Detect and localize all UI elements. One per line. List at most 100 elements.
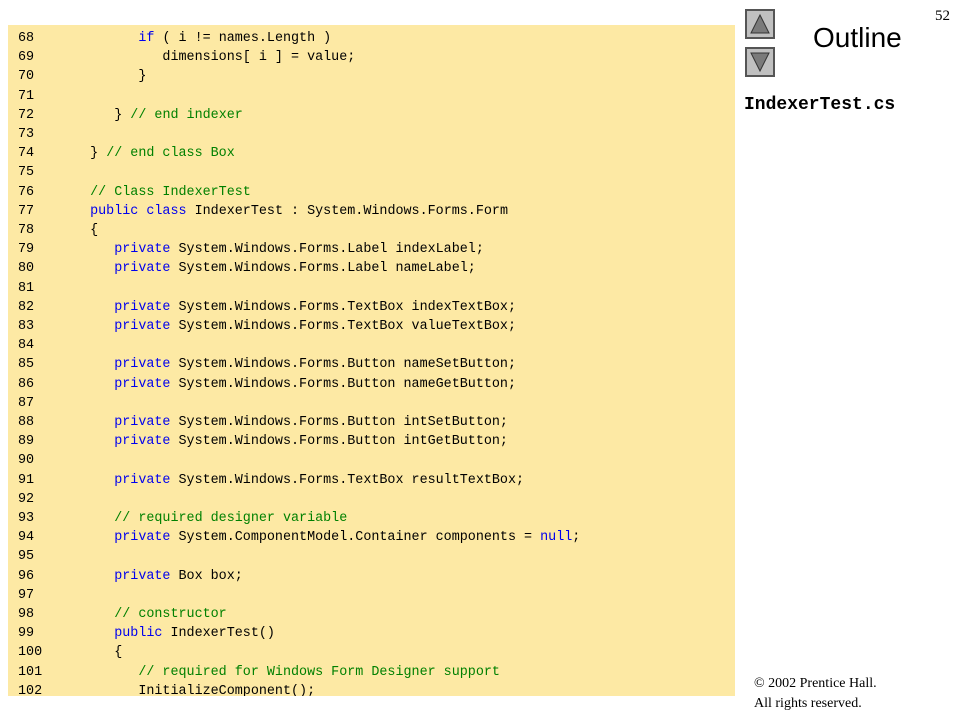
code-token bbox=[66, 204, 90, 219]
code-token bbox=[66, 434, 114, 449]
line-code: public class IndexerTest : System.Window… bbox=[66, 202, 508, 221]
line-number: 87 bbox=[18, 395, 35, 411]
line-number: 97 bbox=[18, 587, 35, 603]
code-token bbox=[66, 530, 114, 545]
line-number: 99 bbox=[18, 626, 35, 642]
line-code: private System.Windows.Forms.Button name… bbox=[66, 375, 516, 394]
line-number: 89 bbox=[18, 434, 35, 450]
line-number: 93 bbox=[18, 511, 35, 526]
code-token: System.Windows.Forms.Label indexLabel; bbox=[170, 242, 484, 258]
line-code: private System.Windows.Forms.Label nameL… bbox=[66, 259, 476, 278]
code-token: System.Windows.Forms.Button nameGetButto… bbox=[170, 376, 517, 392]
line-code: } // end class Box bbox=[66, 144, 235, 163]
line-number: 76 bbox=[18, 184, 35, 200]
comment-token: // end class Box bbox=[106, 146, 235, 162]
line-code: { bbox=[66, 221, 98, 240]
line-number: 68 bbox=[18, 31, 35, 46]
keyword-token: private bbox=[114, 376, 171, 392]
triangle-down-icon bbox=[750, 52, 770, 73]
line-code: private System.Windows.Forms.TextBox res… bbox=[66, 471, 524, 490]
comment-token: // Class IndexerTest bbox=[90, 184, 251, 200]
code-token: } bbox=[66, 69, 147, 85]
line-number: 69 bbox=[18, 50, 35, 66]
code-token: } bbox=[66, 146, 107, 162]
code-token: System.ComponentModel.Container componen… bbox=[170, 530, 541, 546]
code-token: Box box; bbox=[170, 568, 243, 584]
code-listing: 68 if ( i != names.Length ) 69 dimensions… bbox=[8, 25, 735, 696]
line-number: 85 bbox=[18, 357, 35, 373]
copyright-line: © 2002 Prentice Hall. bbox=[754, 676, 877, 691]
line-number: 70 bbox=[18, 69, 35, 85]
keyword-token: public bbox=[114, 626, 163, 642]
line-code: private System.Windows.Forms.Button intS… bbox=[66, 413, 508, 432]
line-number: 73 bbox=[18, 127, 35, 142]
line-number: 86 bbox=[18, 376, 35, 392]
line-code: private System.Windows.Forms.Label index… bbox=[66, 240, 484, 259]
code-token bbox=[66, 665, 138, 680]
code-token: InitializeComponent(); bbox=[66, 683, 316, 696]
line-code: { bbox=[66, 643, 122, 662]
keyword-token: private bbox=[114, 319, 171, 334]
previous-slide-button[interactable] bbox=[745, 9, 775, 39]
keyword-token: private bbox=[114, 357, 171, 373]
line-number: 74 bbox=[18, 146, 35, 162]
keyword-token: private bbox=[114, 568, 171, 584]
line-number: 77 bbox=[18, 203, 35, 219]
comment-token: // end indexer bbox=[130, 107, 243, 123]
next-slide-button[interactable] bbox=[745, 47, 775, 77]
line-number: 98 bbox=[18, 607, 35, 622]
code-token bbox=[66, 185, 90, 200]
line-code: } // end indexer bbox=[66, 106, 243, 125]
line-number: 84 bbox=[18, 338, 35, 354]
code-token bbox=[66, 473, 114, 488]
outline-link[interactable]: Outline bbox=[813, 22, 902, 53]
code-token: System.Windows.Forms.Label nameLabel; bbox=[170, 261, 476, 277]
line-code: dimensions[ i ] = value; bbox=[66, 48, 355, 67]
line-code: private Box box; bbox=[66, 567, 243, 586]
keyword-token: public class bbox=[90, 203, 187, 219]
line-number: 71 bbox=[18, 88, 35, 104]
keyword-token: private bbox=[114, 472, 171, 488]
line-number: 81 bbox=[18, 280, 35, 296]
line-number: 101 bbox=[18, 664, 43, 680]
line-number: 92 bbox=[18, 491, 35, 507]
line-code: private System.Windows.Forms.Button name… bbox=[66, 355, 516, 374]
line-number: 102 bbox=[18, 683, 43, 696]
line-number: 78 bbox=[18, 223, 35, 238]
line-code: private System.ComponentModel.Container … bbox=[66, 528, 580, 547]
code-token bbox=[66, 261, 114, 276]
code-token: ; bbox=[572, 530, 581, 546]
line-number: 96 bbox=[18, 568, 35, 584]
triangle-up-icon bbox=[750, 13, 770, 34]
line-number: 90 bbox=[18, 453, 35, 469]
code-token: { bbox=[66, 223, 99, 238]
code-token: System.Windows.Forms.Button nameSetButto… bbox=[170, 357, 517, 373]
line-number: 82 bbox=[18, 299, 35, 315]
line-number: 94 bbox=[18, 530, 35, 546]
code-token: IndexerTest() bbox=[162, 626, 275, 642]
line-code: // required designer variable bbox=[66, 509, 347, 528]
code-token bbox=[66, 242, 114, 257]
code-token: System.Windows.Forms.Button intGetButton… bbox=[170, 434, 508, 450]
line-code: // Class IndexerTest bbox=[66, 183, 251, 202]
file-name: IndexerTest.cs bbox=[744, 95, 896, 115]
keyword-token: private bbox=[114, 415, 171, 430]
line-code: public IndexerTest() bbox=[66, 624, 275, 643]
code-token: IndexerTest : System.Windows.Forms.Form bbox=[186, 203, 508, 219]
line-number: 95 bbox=[18, 549, 35, 565]
rights-line: All rights reserved. bbox=[754, 696, 862, 711]
code-token bbox=[66, 607, 114, 622]
code-token bbox=[66, 569, 114, 584]
code-token: System.Windows.Forms.TextBox indexTextBo… bbox=[170, 299, 517, 315]
line-code: if ( i != names.Length ) bbox=[66, 29, 331, 48]
line-code: } bbox=[66, 67, 146, 86]
code-token bbox=[66, 31, 138, 46]
keyword-token: private bbox=[114, 299, 171, 315]
code-token bbox=[66, 319, 114, 334]
code-token bbox=[66, 300, 114, 315]
code-token bbox=[66, 415, 114, 430]
line-number: 88 bbox=[18, 415, 35, 430]
code-token bbox=[66, 357, 114, 372]
line-number: 72 bbox=[18, 107, 35, 123]
code-token: ( i != names.Length ) bbox=[154, 31, 332, 46]
